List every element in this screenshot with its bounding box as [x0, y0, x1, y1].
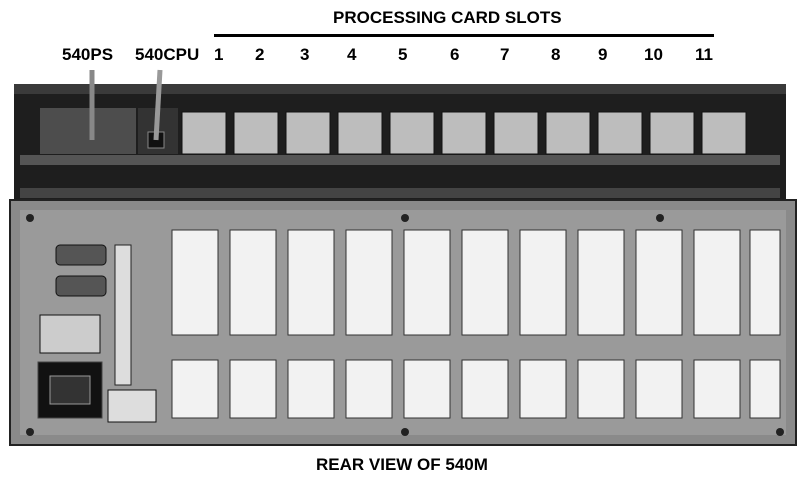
terminal-block-4	[345, 229, 393, 336]
terminal-blocks	[171, 229, 781, 419]
card-slot-top-1	[181, 111, 227, 155]
id-label-sticker	[107, 389, 157, 423]
terminal-block-7	[519, 229, 567, 336]
terminal-block-lower-10	[693, 359, 741, 419]
terminal-block-lower-11	[749, 359, 781, 419]
terminal-block-11	[749, 229, 781, 336]
terminal-block-8	[577, 229, 625, 336]
terminal-block-lower-4	[345, 359, 393, 419]
power-supply-bay	[40, 108, 136, 154]
slot-number-11: 11	[695, 45, 713, 64]
db9-connector-1	[55, 244, 107, 266]
terminal-block-6	[461, 229, 509, 336]
slot-number-1: 1	[214, 45, 224, 64]
slot-number-7: 7	[500, 45, 510, 64]
slot-number-10: 10	[644, 45, 663, 64]
slot-number-2: 2	[255, 45, 265, 64]
cpu-label: 540CPU	[135, 45, 200, 64]
screw	[26, 214, 34, 222]
screw	[401, 428, 409, 436]
card-slots-top	[181, 111, 747, 155]
terminal-block-1	[171, 229, 219, 336]
cpu-pointer-line	[153, 69, 163, 141]
terminal-block-3	[287, 229, 335, 336]
terminal-block-2	[229, 229, 277, 336]
terminal-block-lower-1	[171, 359, 219, 419]
terminal-block-lower-2	[229, 359, 277, 419]
processing-card-slots-title: PROCESSING CARD SLOTS	[333, 8, 562, 27]
card-slot-top-11	[701, 111, 747, 155]
power-supply-label: 540PS	[62, 45, 114, 64]
card-cage-bottom-rail	[20, 188, 780, 198]
card-cage-top-rail	[14, 84, 786, 94]
card-slot-top-5	[389, 111, 435, 155]
side-terminal-strip	[114, 244, 132, 386]
terminal-block-lower-5	[403, 359, 451, 419]
card-slot-top-2	[233, 111, 279, 155]
status-meter	[39, 314, 101, 354]
terminal-block-lower-7	[519, 359, 567, 419]
screw	[776, 428, 784, 436]
slot-range-bracket-line	[214, 34, 714, 37]
power-inlet-socket	[49, 375, 91, 405]
terminal-block-lower-3	[287, 359, 335, 419]
terminal-block-lower-8	[577, 359, 625, 419]
figure-caption: REAR VIEW OF 540M	[316, 455, 488, 474]
terminal-block-lower-6	[461, 359, 509, 419]
terminal-block-10	[693, 229, 741, 336]
card-cage-mid-rail	[20, 155, 780, 165]
card-slot-top-8	[545, 111, 591, 155]
terminal-block-lower-9	[635, 359, 683, 419]
terminal-block-9	[635, 229, 683, 336]
panel-screws	[26, 214, 784, 436]
card-slot-top-3	[285, 111, 331, 155]
screw	[656, 214, 664, 222]
card-slot-top-10	[649, 111, 695, 155]
slot-number-3: 3	[300, 45, 310, 64]
slot-number-6: 6	[450, 45, 460, 64]
slot-number-8: 8	[551, 45, 561, 64]
screw	[401, 214, 409, 222]
card-slot-top-4	[337, 111, 383, 155]
screw	[26, 428, 34, 436]
terminal-block-5	[403, 229, 451, 336]
card-slot-top-6	[441, 111, 487, 155]
card-slot-top-7	[493, 111, 539, 155]
card-slot-top-9	[597, 111, 643, 155]
slot-number-4: 4	[347, 45, 357, 64]
slot-number-9: 9	[598, 45, 608, 64]
db9-connector-2	[55, 275, 107, 297]
slot-number-5: 5	[398, 45, 408, 64]
